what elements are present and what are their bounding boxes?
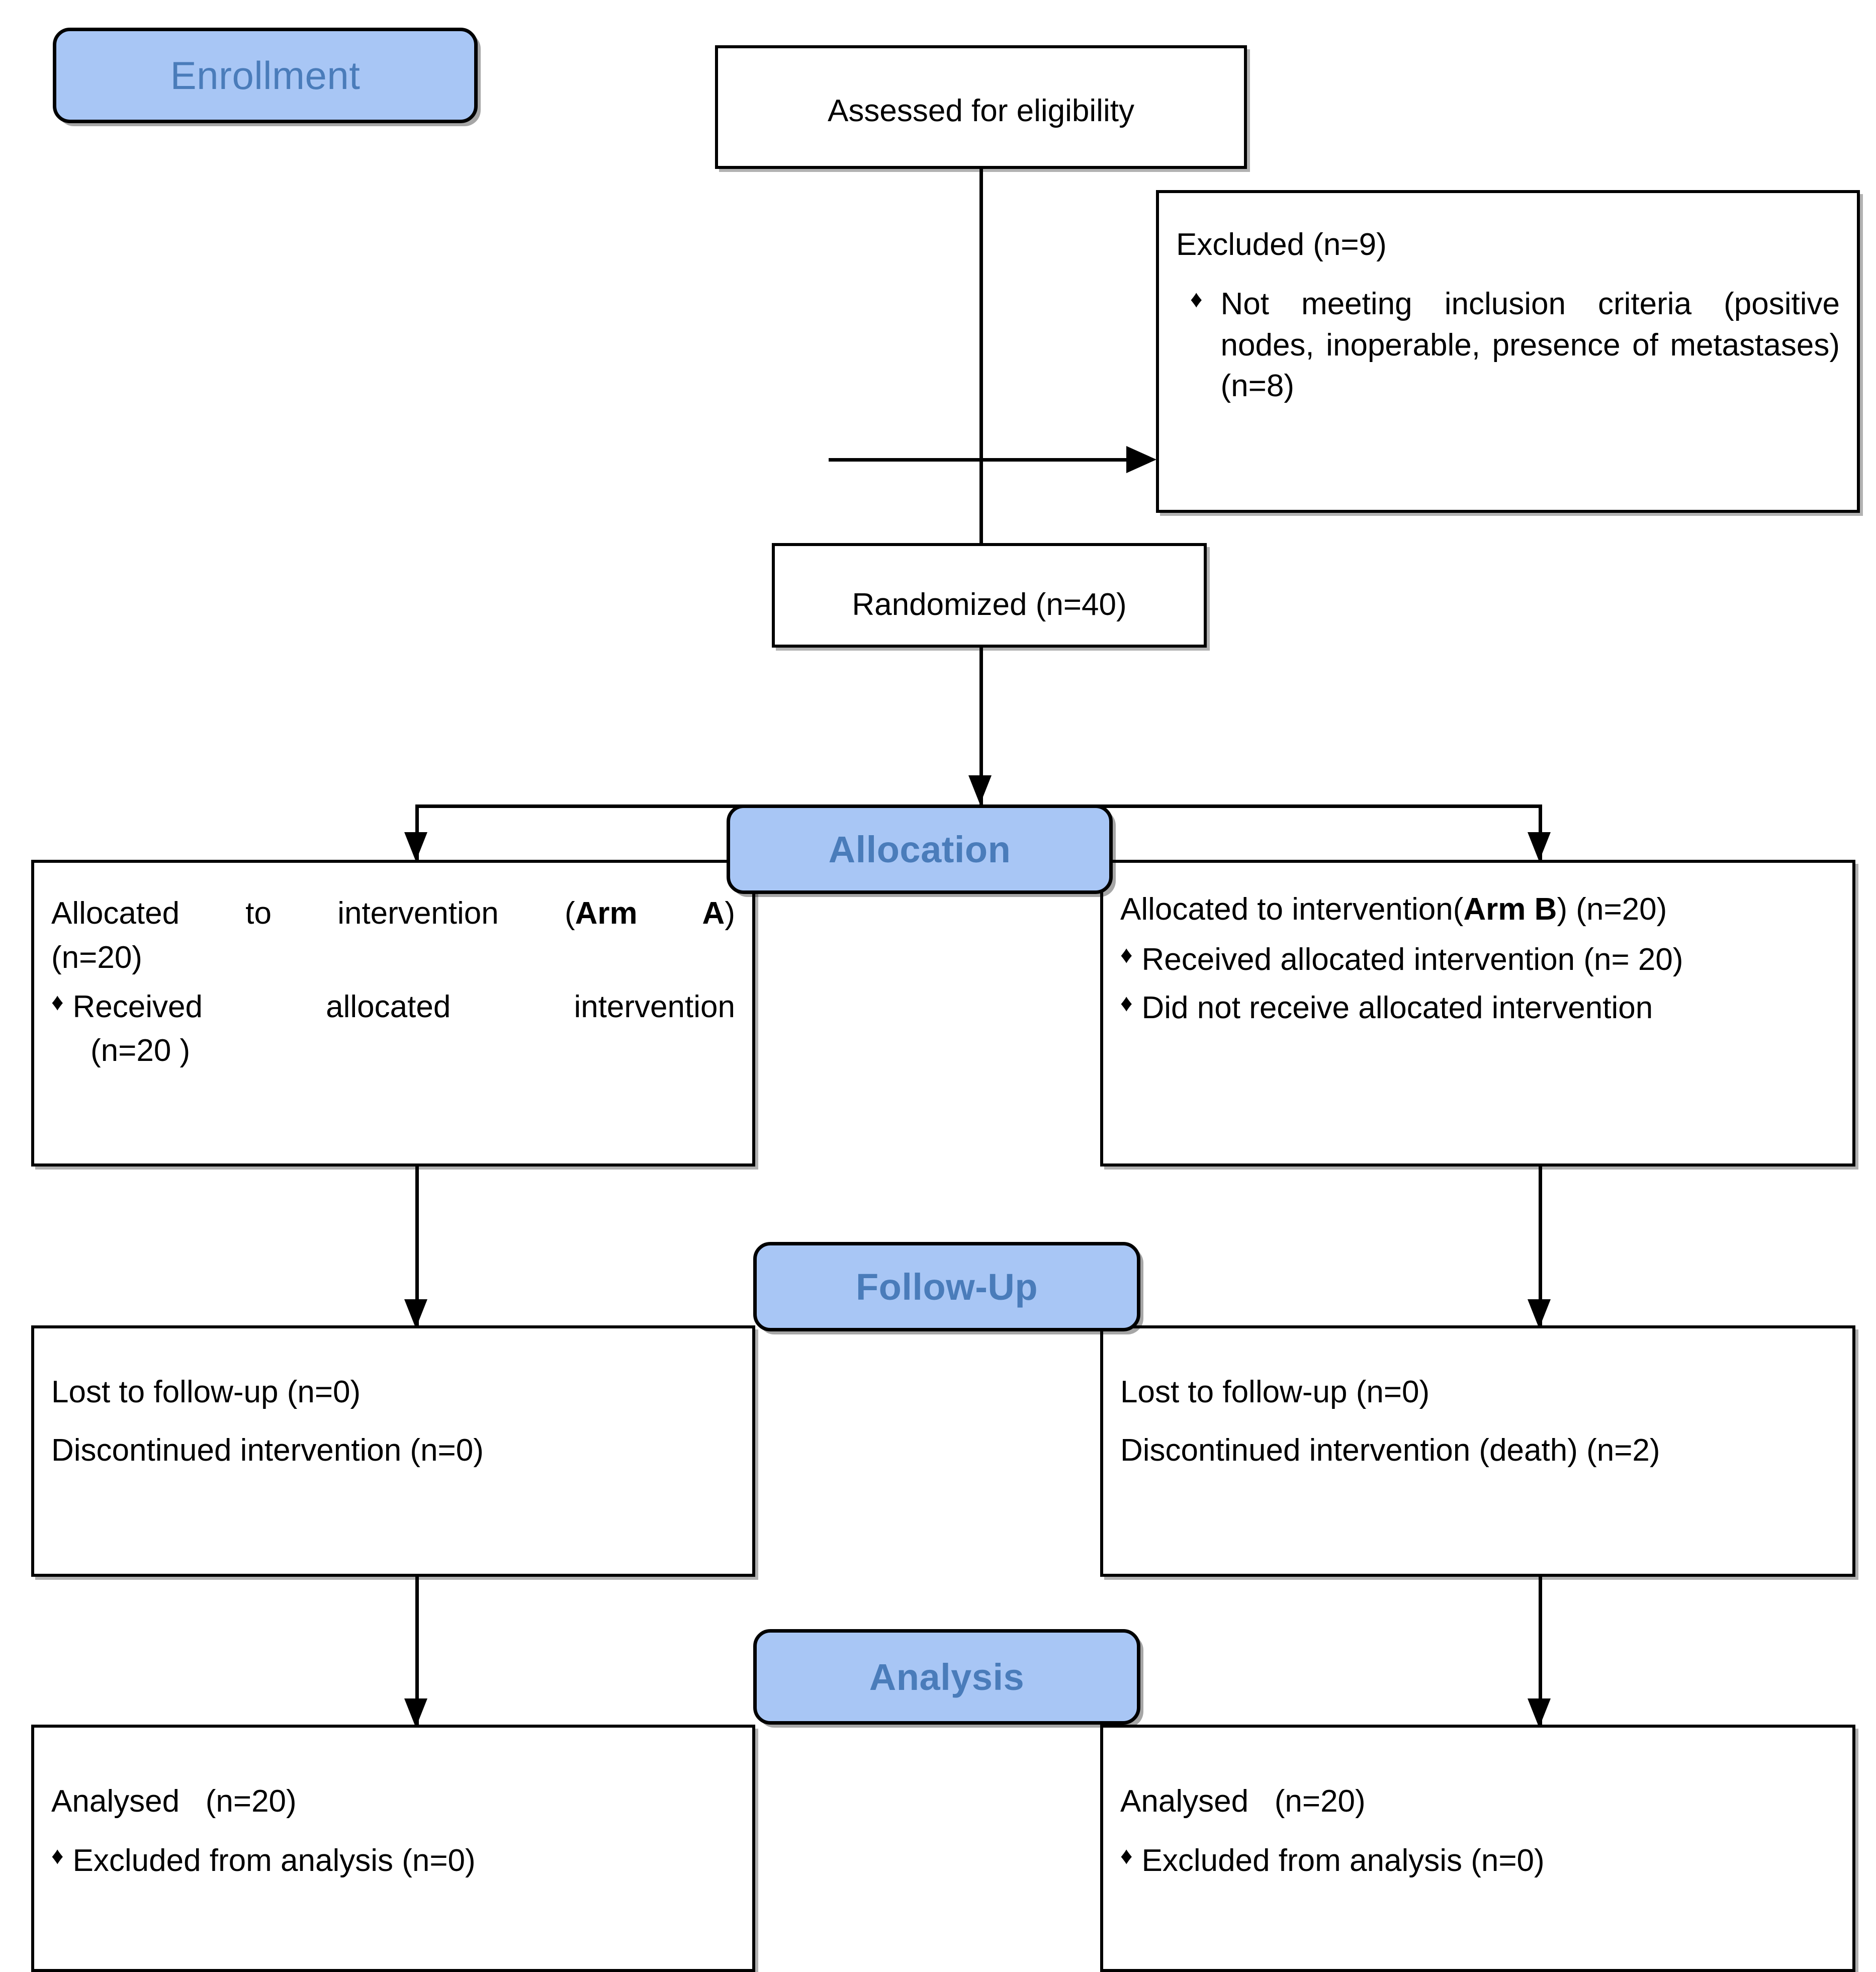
diamond-bullet-icon: ♦ bbox=[1190, 286, 1203, 313]
excluded-bullet-item: ♦ Not meeting inclusion criteria (positi… bbox=[1176, 284, 1840, 407]
stage-badge-analysis: Analysis bbox=[753, 1629, 1140, 1725]
excluded-box: Excluded (n=9) ♦ Not meeting inclusion c… bbox=[1156, 190, 1860, 513]
assessed-for-eligibility-box: Assessed for eligibility bbox=[715, 45, 1247, 169]
analysis-left-bullet-item: ♦ Excluded from analysis (n=0) bbox=[51, 1840, 735, 1881]
connector-followup-left-to-analysis-arrowhead bbox=[404, 1698, 427, 1728]
stage-badge-enrollment-label: Enrollment bbox=[170, 53, 361, 98]
analysis-left-bullet-text: Excluded from analysis (n=0) bbox=[72, 1843, 476, 1878]
allocation-right-bullet-text-1: Received allocated intervention (n= 20) bbox=[1141, 942, 1683, 977]
stage-badge-allocation: Allocation bbox=[727, 804, 1113, 894]
followup-left-line-1: Lost to follow-up (n=0) bbox=[51, 1375, 361, 1409]
analysis-right-bullet-item: ♦ Excluded from analysis (n=0) bbox=[1120, 1840, 1835, 1881]
allocation-right-bullet-item: ♦ Received allocated intervention (n= 20… bbox=[1120, 939, 1835, 980]
analysis-right-box: Analysed (n=20) ♦ Excluded from analysis… bbox=[1100, 1725, 1855, 1972]
allocation-left-n: (n=20) bbox=[51, 940, 142, 975]
allocation-left-box: Allocated to intervention (Arm A) (n=20)… bbox=[31, 860, 755, 1167]
stage-badge-allocation-label: Allocation bbox=[828, 828, 1011, 870]
analysis-right-bullet-text: Excluded from analysis (n=0) bbox=[1141, 1843, 1545, 1878]
analysis-right-heading: Analysed (n=20) bbox=[1120, 1784, 1366, 1819]
allocation-left-heading-post: ) bbox=[725, 896, 735, 931]
analysis-left-box: Analysed (n=20) ♦ Excluded from analysis… bbox=[31, 1725, 755, 1972]
stage-badge-enrollment: Enrollment bbox=[53, 28, 478, 123]
connector-randomized-stem bbox=[979, 648, 983, 804]
randomized-box: Randomized (n=40) bbox=[772, 543, 1207, 648]
connector-randomized-arrowhead bbox=[968, 775, 992, 804]
diamond-bullet-icon: ♦ bbox=[1120, 1842, 1133, 1869]
diamond-bullet-icon: ♦ bbox=[51, 1842, 64, 1869]
connector-to-excluded-line bbox=[829, 458, 1134, 462]
allocation-right-heading-post: ) (n=20) bbox=[1557, 892, 1667, 927]
connector-followup-right-to-analysis bbox=[1539, 1577, 1542, 1728]
connector-followup-left-to-analysis bbox=[415, 1577, 419, 1728]
connector-assessed-to-randomized bbox=[979, 169, 983, 544]
connector-alloc-left-to-followup bbox=[415, 1167, 419, 1328]
allocation-right-heading: Allocated to intervention(Arm B) (n=20) bbox=[1120, 889, 1835, 930]
allocation-right-box: Allocated to intervention(Arm B) (n=20) … bbox=[1100, 860, 1855, 1167]
allocation-right-bullet-text-2: Did not receive allocated intervention bbox=[1141, 990, 1653, 1025]
allocation-left-bullet-text: Received allocated intervention bbox=[72, 989, 736, 1024]
allocation-left-bullet-item: ♦ Received allocated intervention bbox=[51, 987, 735, 1028]
diamond-bullet-icon: ♦ bbox=[51, 989, 64, 1016]
allocation-right-arm-label: Arm B bbox=[1463, 892, 1557, 927]
stage-badge-followup-label: Follow-Up bbox=[855, 1266, 1038, 1308]
connector-alloc-right-to-followup-arrowhead bbox=[1528, 1299, 1551, 1328]
allocation-left-arm-label: Arm A bbox=[575, 896, 725, 931]
diamond-bullet-icon: ♦ bbox=[1120, 990, 1133, 1017]
randomized-text: Randomized (n=40) bbox=[852, 587, 1127, 622]
allocation-left-heading: Allocated to intervention (Arm A) bbox=[51, 893, 735, 934]
allocation-right-bullet-item: ♦ Did not receive allocated intervention bbox=[1120, 988, 1835, 1029]
assessed-for-eligibility-text: Assessed for eligibility bbox=[828, 94, 1134, 128]
connector-to-excluded-arrowhead bbox=[1126, 446, 1156, 473]
connector-allocation-left-arrowhead bbox=[404, 832, 427, 861]
excluded-heading: Excluded (n=9) bbox=[1176, 227, 1387, 262]
diamond-bullet-icon: ♦ bbox=[1120, 941, 1133, 968]
allocation-right-heading-pre: Allocated to intervention( bbox=[1120, 892, 1464, 927]
connector-alloc-left-to-followup-arrowhead bbox=[404, 1299, 427, 1328]
analysis-left-heading: Analysed (n=20) bbox=[51, 1784, 297, 1819]
followup-right-line-1: Lost to follow-up (n=0) bbox=[1120, 1375, 1430, 1409]
allocation-left-bullet-n: (n=20 ) bbox=[91, 1033, 191, 1068]
excluded-bullet-text: Not meeting inclusion criteria (positive… bbox=[1220, 286, 1849, 404]
stage-badge-analysis-label: Analysis bbox=[869, 1656, 1025, 1698]
allocation-left-heading-pre: Allocated to intervention ( bbox=[51, 896, 575, 931]
followup-right-line-2: Discontinued intervention (death) (n=2) bbox=[1120, 1432, 1660, 1468]
followup-right-box: Lost to follow-up (n=0) Discontinued int… bbox=[1100, 1325, 1855, 1577]
stage-badge-followup: Follow-Up bbox=[753, 1242, 1140, 1331]
connector-followup-right-to-analysis-arrowhead bbox=[1528, 1698, 1551, 1728]
followup-left-box: Lost to follow-up (n=0) Discontinued int… bbox=[31, 1325, 755, 1577]
connector-allocation-right-arrowhead bbox=[1528, 832, 1551, 861]
connector-alloc-right-to-followup bbox=[1539, 1167, 1542, 1328]
followup-left-line-2: Discontinued intervention (n=0) bbox=[51, 1432, 484, 1468]
